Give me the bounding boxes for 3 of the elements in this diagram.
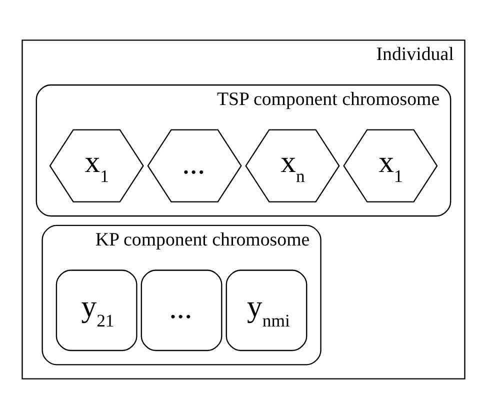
node-box: ...	[140, 269, 222, 351]
node-box: y$_{21}$	[56, 269, 138, 351]
node-box: y$_{nmi}$	[226, 269, 308, 351]
